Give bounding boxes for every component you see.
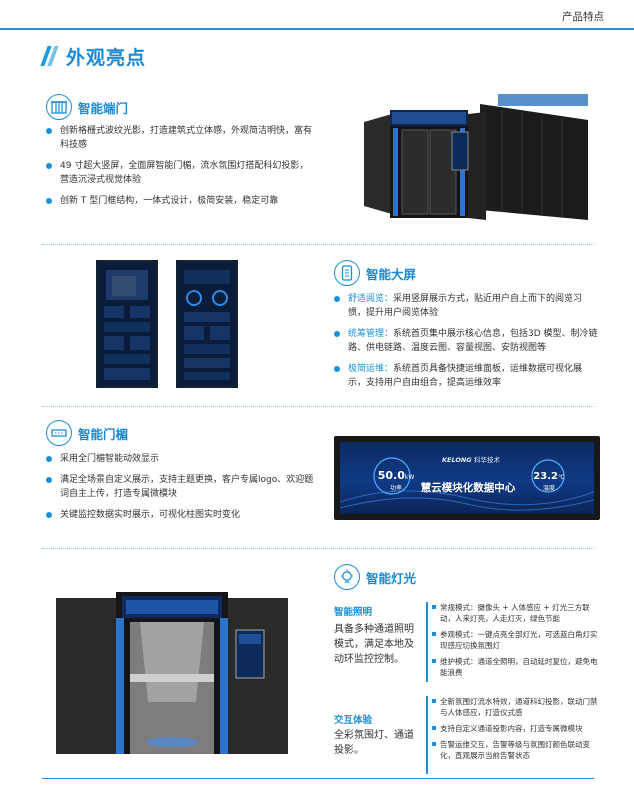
section-divider bbox=[42, 548, 594, 549]
brand-name: KELONG bbox=[442, 456, 472, 464]
section-screen-header: 智能大屏 bbox=[334, 260, 416, 286]
bullet-key: 统筹管理： bbox=[348, 329, 394, 339]
banner-logo: KELONG 科华技术 bbox=[436, 454, 506, 464]
port-bullet-list: 创新格栅式波纹光影，打造建筑式立体感，外观简洁明快，富有科技感 49 寸超大竖屏… bbox=[46, 124, 316, 215]
temperature-label: 温度 bbox=[542, 485, 555, 492]
section-light-title: 智能灯光 bbox=[366, 570, 417, 586]
list-item: 创新格栅式波纹光影，打造建筑式立体感，外观简洁明快，富有科技感 bbox=[46, 124, 316, 152]
phone-screen-icon bbox=[334, 260, 360, 286]
interaction-list: 全新氛围灯流水特效，通道科幻投影，联动门禁与人体感应，打造仪式感 支持自定义通道… bbox=[432, 696, 598, 766]
section-port-header: 智能端门 bbox=[46, 94, 128, 120]
lintel-banner-display: 50.0kW 功率 23.2℃ 温度 KELONG 科华技术 慧云模块化数据中心 bbox=[340, 442, 594, 514]
top-header-bar: 产品特点 bbox=[0, 0, 634, 30]
footer-rule bbox=[42, 778, 594, 779]
screen-mockup-dashboard bbox=[176, 260, 238, 388]
screen-bullet-list: 舒适阅览：采用竖屏展示方式，贴近用户自上而下的阅览习惯，提升用户阅览体验 统筹管… bbox=[334, 292, 598, 397]
section-screen-title: 智能大屏 bbox=[366, 266, 417, 282]
screen-mockup-home bbox=[96, 260, 158, 388]
section-port-title: 智能端门 bbox=[78, 100, 129, 116]
section-tag: 产品特点 bbox=[562, 11, 604, 23]
section-lintel-title: 智能门楣 bbox=[78, 426, 129, 442]
header-rule bbox=[0, 28, 634, 30]
list-item: 维护模式：通道全照明，自动延时复位，避免电能浪费 bbox=[432, 656, 598, 678]
interaction-rule bbox=[426, 696, 428, 774]
list-item: 满足全场景自定义展示，支持主题更换，客户专属logo、欢迎题词自主上传，打造专属… bbox=[46, 473, 316, 501]
lintel-bar-icon bbox=[46, 420, 72, 446]
list-item: 全新氛围灯流水特效，通道科幻投影，联动门禁与人体感应，打造仪式感 bbox=[432, 696, 598, 718]
interaction-desc: 全彩氛围灯、通道投影。 bbox=[334, 730, 414, 756]
list-item: 支持自定义通道投影内容，打造专属微模块 bbox=[432, 723, 598, 734]
temperature-unit: ℃ bbox=[557, 474, 565, 481]
list-item: 常规模式：摄像头 + 人体感应 + 灯光三方联动，人来灯亮，人走灯灭，绿色节能 bbox=[432, 602, 598, 624]
lintel-bullet-list: 采用全门楣智能动效显示 满足全场景自定义展示，支持主题更换，客户专属logo、欢… bbox=[46, 452, 316, 529]
bullet-text: 采用竖屏展示方式，贴近用户自上而下的阅览习惯，提升用户阅览体验 bbox=[348, 294, 583, 318]
power-label: 功率 bbox=[389, 485, 402, 492]
section-light-header: 智能灯光 bbox=[334, 564, 416, 590]
micro-module-product-image bbox=[362, 92, 594, 226]
power-unit: kW bbox=[404, 474, 415, 481]
smart-lighting-list: 常规模式：摄像头 + 人体感应 + 灯光三方联动，人来灯亮，人走灯灭，绿色节能 … bbox=[432, 602, 598, 683]
section-divider bbox=[42, 244, 594, 245]
list-item: 创新 T 型门框结构，一体式设计，极简安装，稳定可靠 bbox=[46, 194, 316, 208]
list-item: 极简运维：系统首页具备快捷运维面板，运维数据可视化展示，支持用户自由组合，提高运… bbox=[334, 362, 598, 390]
power-value: 50.0 bbox=[377, 469, 405, 482]
temperature-value: 23.2 bbox=[533, 471, 558, 482]
list-item: 统筹管理：系统首页集中展示核心信息，包括3D 模型、制冷链路、供电链路、温度云图… bbox=[334, 327, 598, 355]
smart-lighting-desc: 具备多种通道照明模式，满足本地及动环监控控制。 bbox=[334, 624, 414, 665]
power-readout: 50.0kW 功率 bbox=[376, 464, 416, 492]
aisle-light-product-image bbox=[56, 592, 288, 754]
interaction-label: 交互体验 bbox=[334, 715, 373, 726]
list-item: 参观模式：一键点亮全部灯光，可选蓝白角灯实现感应切换氛围灯 bbox=[432, 629, 598, 651]
brand-name-cn: 科华技术 bbox=[473, 456, 500, 464]
bullet-key: 舒适阅览： bbox=[348, 294, 394, 304]
title-slash-icon bbox=[40, 46, 59, 66]
door-icon bbox=[46, 94, 72, 120]
list-item: 告警运维交互，告警等级与氛围灯颜色联动变化，直观展示当前告警状态 bbox=[432, 739, 598, 761]
bullet-key: 极简运维： bbox=[348, 364, 394, 374]
bullet-text: 系统首页具备快捷运维面板，运维数据可视化展示，支持用户自由组合，提高运维效率 bbox=[348, 364, 583, 388]
page-title-row: 外观亮点 bbox=[40, 44, 147, 69]
list-item: 采用全门楣智能动效显示 bbox=[46, 452, 316, 466]
section-divider bbox=[42, 406, 594, 407]
list-item: 关键监控数据实时展示，可视化柱图实时变化 bbox=[46, 508, 316, 522]
light-bulb-icon bbox=[334, 564, 360, 590]
section-lintel-header: 智能门楣 bbox=[46, 420, 128, 446]
bullet-text: 系统首页集中展示核心信息，包括3D 模型、制冷链路、供电链路、温度云图、容量视图… bbox=[348, 329, 598, 353]
smart-lighting-label: 智能照明 bbox=[334, 607, 373, 618]
banner-headline: 慧云模块化数据中心 bbox=[420, 482, 516, 494]
temperature-readout: 23.2℃ 温度 bbox=[530, 464, 568, 492]
lintel-banner-image: 50.0kW 功率 23.2℃ 温度 KELONG 科华技术 慧云模块化数据中心 bbox=[334, 436, 600, 520]
list-item: 49 寸超大竖屏，全面屏智能门楣，流水氛围灯搭配科幻投影，营造沉浸式视觉体验 bbox=[46, 159, 316, 187]
page-title: 外观亮点 bbox=[66, 46, 147, 69]
list-item: 舒适阅览：采用竖屏展示方式，贴近用户自上而下的阅览习惯，提升用户阅览体验 bbox=[334, 292, 598, 320]
smart-lighting-rule bbox=[426, 602, 428, 682]
